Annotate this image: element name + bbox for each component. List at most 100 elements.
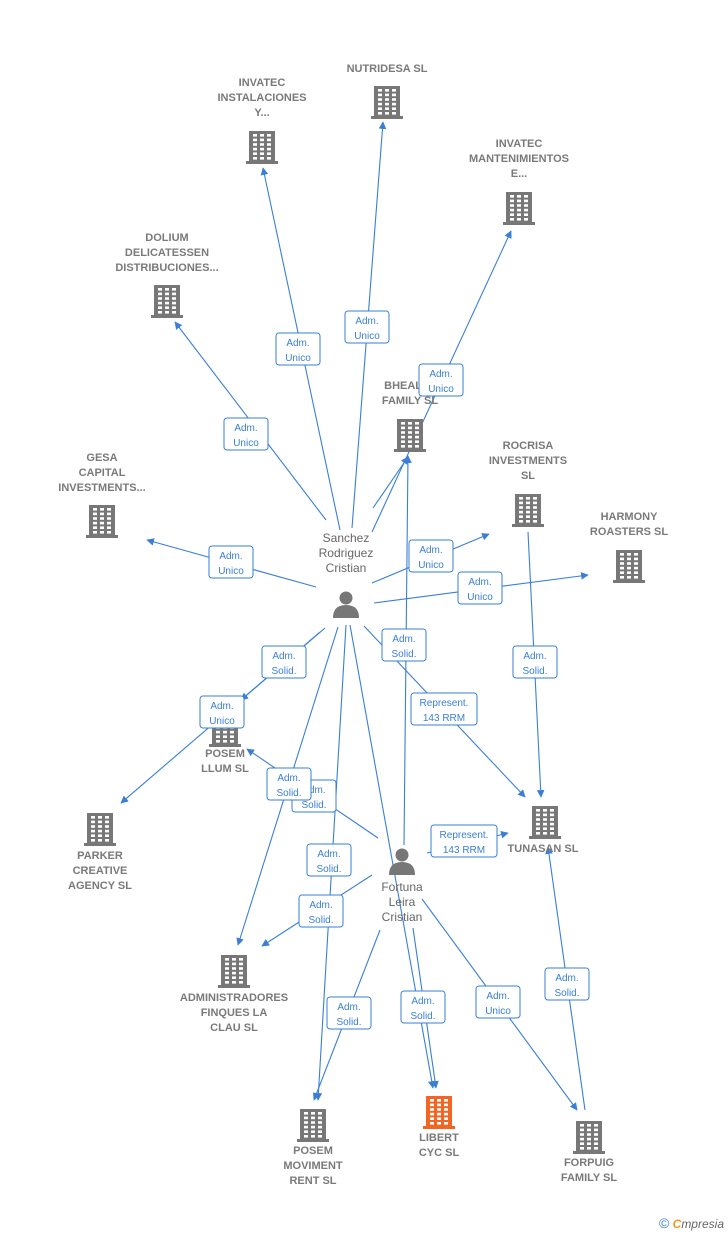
edge-label-box[interactable]: Adm. Unico xyxy=(457,571,503,605)
edge-label-text: Solid. xyxy=(391,649,416,660)
edge-line xyxy=(372,456,409,509)
company-node-harmony[interactable]: HARMONY ROASTERS SL xyxy=(590,511,669,583)
edge-label-box[interactable]: Adm. Solid. xyxy=(381,628,427,662)
company-label: ROASTERS SL xyxy=(590,526,669,538)
company-label: MOVIMENT xyxy=(283,1160,343,1172)
building-icon xyxy=(503,192,535,225)
company-node-gesa[interactable]: GESACAPITALINVESTMENTS... xyxy=(58,452,146,538)
edge-label-text: Unico xyxy=(428,384,454,395)
edge-label-box[interactable]: Adm.Unico xyxy=(475,985,521,1019)
company-label: E... xyxy=(511,168,528,180)
edge-label-box[interactable]: Adm.Solid. xyxy=(544,967,590,1001)
company-label: LLUM SL xyxy=(201,763,249,775)
person-label: Cristian xyxy=(382,910,423,924)
edge-label-box[interactable]: Adm.Solid. xyxy=(306,843,352,877)
person-label: Cristian xyxy=(326,561,367,575)
edge-label-text: 143 RRM xyxy=(443,845,485,856)
edge-label-box[interactable]: Adm. Unico xyxy=(223,417,269,451)
company-node-nutridesa[interactable]: NUTRIDESA SL xyxy=(347,63,428,119)
company-label: CYC SL xyxy=(419,1147,460,1159)
company-node-dolium[interactable]: DOLIUMDELICATESSENDISTRIBUCIONES... xyxy=(115,232,219,318)
edge-label-text: Adm. xyxy=(234,423,257,434)
edge-label-text: Unico xyxy=(467,592,493,603)
building-icon xyxy=(371,86,403,119)
company-label: NUTRIDESA SL xyxy=(347,63,428,75)
person-label: Leira xyxy=(389,895,416,909)
edge-label-box[interactable]: Adm.Unico xyxy=(344,310,390,344)
edge-label-box[interactable]: Adm.Solid. xyxy=(400,990,446,1024)
edge-label-box[interactable]: Adm. Solid. xyxy=(261,645,307,679)
company-label: DELICATESSEN xyxy=(125,247,209,259)
edge-label-text: Solid. xyxy=(276,788,301,799)
company-label: TUNASAN SL xyxy=(508,843,579,855)
edge-label-box[interactable]: Adm.Unico xyxy=(408,539,454,573)
edge-label-box[interactable]: Adm. Solid. xyxy=(266,767,312,801)
building-icon xyxy=(394,419,426,452)
company-label: SL xyxy=(521,470,535,482)
edge-label-text: 143 RRM xyxy=(423,713,465,724)
nodes: NUTRIDESA SLINVATECINSTALACIONESY...INVA… xyxy=(58,63,668,1187)
edge-label-box[interactable]: Adm. Unico xyxy=(208,545,254,579)
edge-label-text: Adm. xyxy=(411,996,434,1007)
footer-brand: © Cmpresia xyxy=(659,1215,724,1231)
edge-label-text: Adm. xyxy=(468,577,491,588)
company-label: CAPITAL xyxy=(79,467,126,479)
edge-label-text: Solid. xyxy=(271,666,296,677)
building-icon xyxy=(151,285,183,318)
company-node-invatec-mant[interactable]: INVATECMANTENIMIENTOSE... xyxy=(469,138,569,225)
edge-label-text: Adm. xyxy=(555,973,578,984)
company-node-tunasan[interactable]: TUNASAN SL xyxy=(508,806,579,855)
edge-label-box[interactable]: Adm.Solid. xyxy=(298,894,344,928)
company-label: RENT SL xyxy=(289,1175,336,1187)
company-label: INVATEC xyxy=(239,77,286,89)
company-label: FINQUES LA xyxy=(201,1007,268,1019)
edge-label-text: Unico xyxy=(218,566,244,577)
edge-label-text: Unico xyxy=(354,331,380,342)
edge-label-text: Adm. xyxy=(523,651,546,662)
brand-logo: Cmpresia xyxy=(672,1217,724,1231)
company-label: DOLIUM xyxy=(145,232,188,244)
building-icon xyxy=(84,813,116,846)
edge-label-box[interactable]: Represent.143 RRM xyxy=(410,692,478,726)
company-label: INSTALACIONES xyxy=(217,92,306,104)
company-label: FAMILY SL xyxy=(382,395,439,407)
edge-label-text: Adm. xyxy=(302,785,325,796)
company-label: INVESTMENTS... xyxy=(58,482,145,494)
building-icon xyxy=(529,806,561,839)
building-icon xyxy=(218,955,250,988)
edge-label-text: Adm. xyxy=(392,634,415,645)
edge-label-text: Adm. xyxy=(486,991,509,1002)
company-label: POSEM xyxy=(293,1145,333,1157)
edge-label-box[interactable]: Adm.Unico xyxy=(275,332,321,366)
edge-label-text: Adm. xyxy=(219,551,242,562)
edge-label-box[interactable]: Adm.Unico xyxy=(199,695,245,729)
company-label: INVATEC xyxy=(496,138,543,150)
company-node-posem-moviment[interactable]: POSEM MOVIMENT RENT SL xyxy=(283,1109,343,1187)
edge-label-box[interactable]: Represent.143 RRM xyxy=(430,824,498,858)
person-label: Fortuna xyxy=(381,880,423,894)
company-node-invatec-inst[interactable]: INVATECINSTALACIONESY... xyxy=(217,77,307,164)
edge-label-text: Solid. xyxy=(308,915,333,926)
copyright-icon: © xyxy=(658,1215,670,1231)
edge-label-box[interactable]: Adm. Solid. xyxy=(512,645,558,679)
edge-label-text: Adm. xyxy=(272,651,295,662)
edge-label-text: Unico xyxy=(233,438,259,449)
edge-label-text: Adm. xyxy=(277,773,300,784)
edge-label-box[interactable]: Adm.Unico xyxy=(418,363,464,397)
person-label: Rodriguez xyxy=(319,546,374,560)
building-icon xyxy=(423,1096,455,1129)
company-label: HARMONY xyxy=(601,511,658,523)
edge-label-text: Solid. xyxy=(316,864,341,875)
edge-label-box[interactable]: Adm.Solid. xyxy=(326,996,372,1030)
edge-label-text: Solid. xyxy=(522,666,547,677)
company-label: FAMILY SL xyxy=(561,1172,618,1184)
